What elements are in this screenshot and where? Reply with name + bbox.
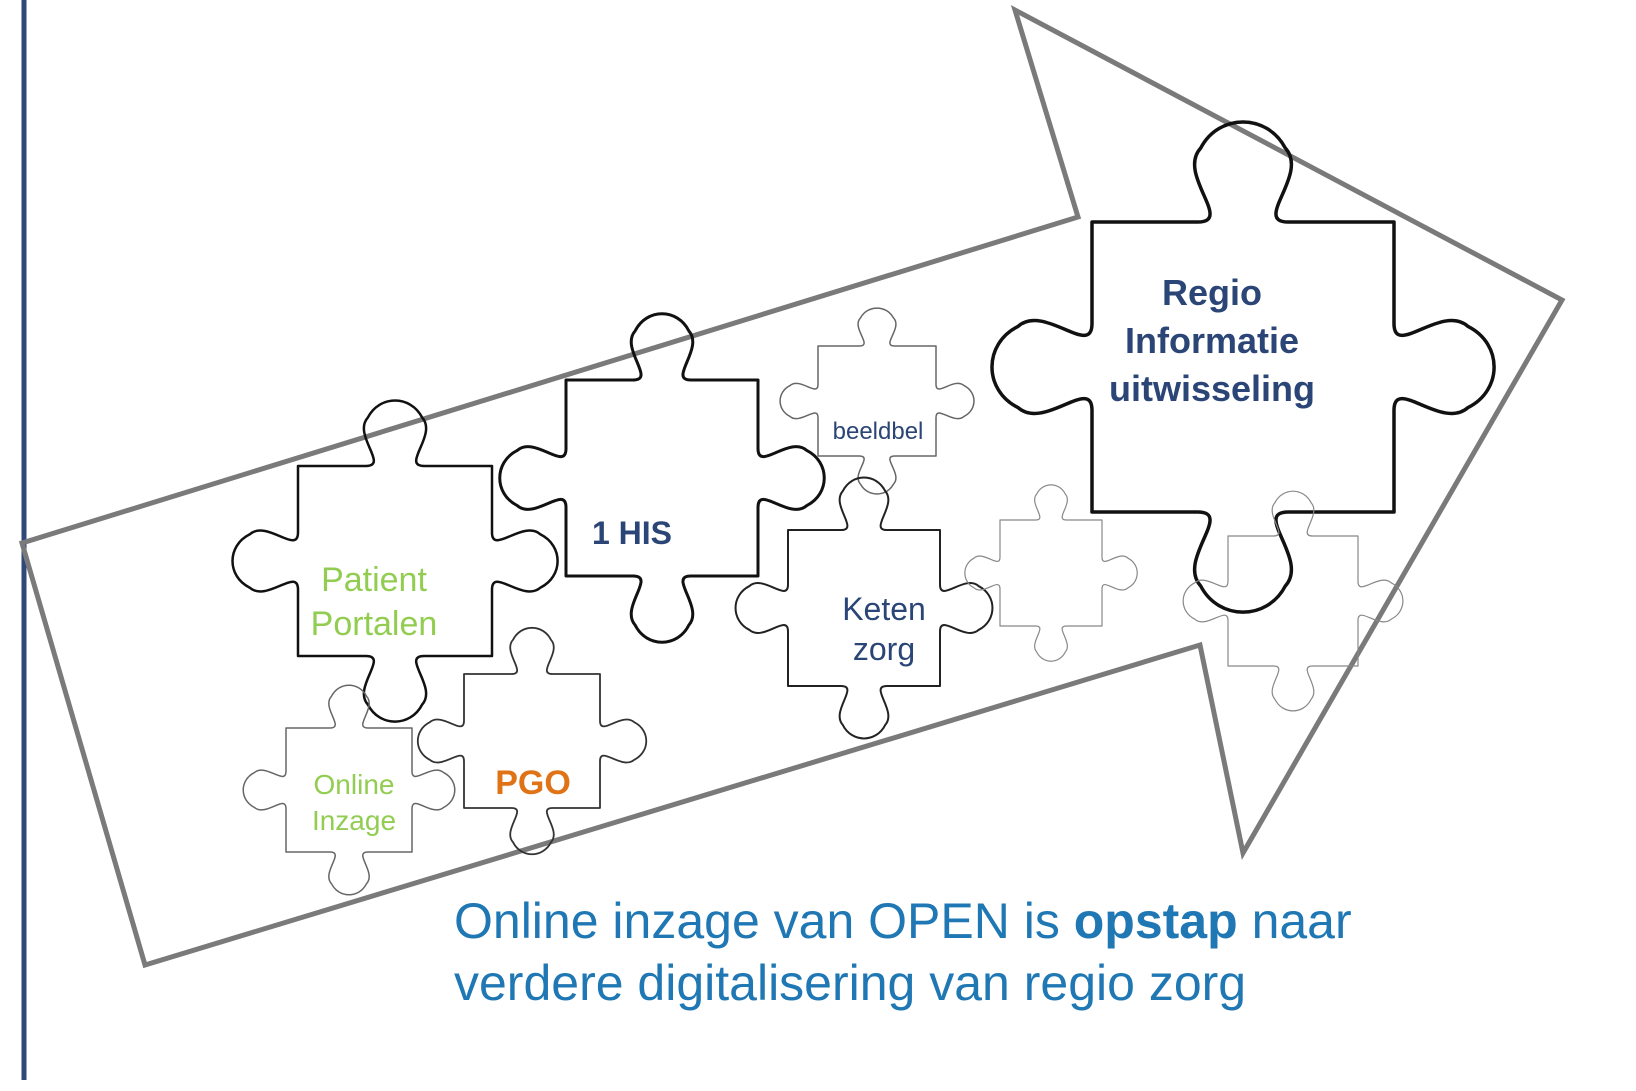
- piece-ketenzorg-label: Keten zorg: [842, 591, 926, 667]
- piece-ketenzorg-outline: [734, 476, 994, 740]
- caption-bold-word: opstap: [1073, 893, 1238, 949]
- piece-online-inzage-label-line: Online: [314, 769, 395, 800]
- piece-pgo: PGO: [416, 626, 648, 856]
- caption: Online inzage van OPEN is opstap naar ve…: [454, 890, 1624, 1014]
- piece-blank-1-outline: [964, 484, 1138, 662]
- piece-beeldbel: beeldbel: [779, 307, 975, 495]
- caption-line-1: Online inzage van OPEN is opstap naar: [454, 890, 1624, 952]
- piece-regio-informatie-uitwisseling-outline: [990, 120, 1496, 614]
- piece-1-his-label: 1 HIS: [592, 515, 672, 551]
- piece-regio-informatie-uitwisseling-label-line: uitwisseling: [1109, 368, 1315, 409]
- piece-1-his: 1 HIS: [498, 312, 826, 644]
- piece-1-his-label-line: 1 HIS: [592, 515, 672, 551]
- piece-pgo-label-line: PGO: [495, 764, 571, 802]
- piece-1-his-outline: [498, 312, 826, 644]
- piece-beeldbel-label: beeldbel: [833, 418, 924, 445]
- piece-blank-2: [1182, 490, 1404, 712]
- piece-online-inzage-outline: [242, 684, 456, 896]
- caption-text-1b: naar: [1237, 893, 1352, 949]
- piece-blank-1: [964, 484, 1138, 662]
- piece-patient-portalen-outline: [231, 399, 559, 723]
- piece-beeldbel-outline: [779, 307, 975, 495]
- piece-beeldbel-label-line: beeldbel: [833, 418, 924, 445]
- piece-online-inzage-label-line: Inzage: [312, 805, 396, 836]
- piece-ketenzorg-label-line: Keten: [842, 591, 926, 627]
- piece-patient-portalen-label-line: Patient: [321, 561, 427, 599]
- piece-ketenzorg-label-line: zorg: [853, 631, 915, 667]
- piece-blank-2-outline: [1182, 490, 1404, 712]
- caption-line-2: verdere digitalisering van regio zorg: [454, 955, 1247, 1011]
- piece-patient-portalen-label-line: Portalen: [311, 605, 438, 643]
- piece-regio-informatie-uitwisseling-label-line: Regio: [1162, 272, 1262, 313]
- caption-text-1a: Online inzage van OPEN is: [454, 893, 1074, 949]
- piece-regio-informatie-uitwisseling-label-line: Informatie: [1125, 320, 1299, 361]
- piece-pgo-label: PGO: [495, 764, 571, 802]
- arrow-outline: [18, 4, 1566, 969]
- piece-pgo-outline: [416, 626, 648, 856]
- piece-ketenzorg: Keten zorg: [734, 476, 994, 740]
